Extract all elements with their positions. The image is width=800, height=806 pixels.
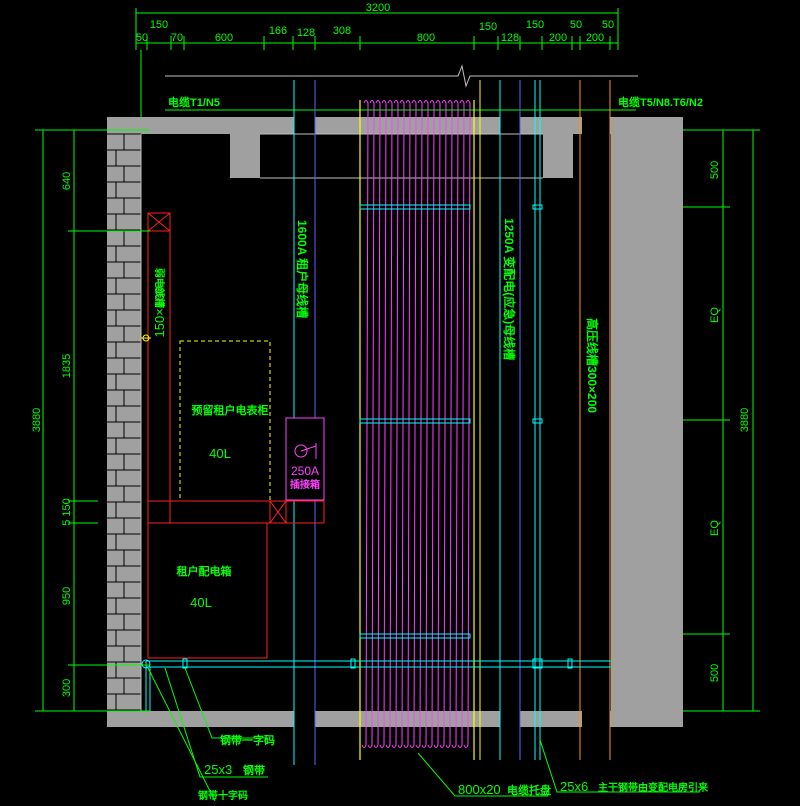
grounding-strip (141, 658, 611, 711)
cable-label-left: 电缆T1/N5 (168, 95, 220, 109)
dim-right-total: 3880 (739, 408, 751, 432)
cable-strand (361, 100, 369, 748)
right-dimension-chain (683, 129, 760, 712)
callout-steel-strip: 钢带一字码 (220, 733, 275, 747)
callout-25x6-label: 主干钢带由变配电房引来 (598, 781, 709, 794)
cable-strand (379, 100, 387, 748)
dim-seg-10: 128 (501, 32, 519, 44)
top-dimension-chain (135, 8, 619, 50)
dim-left-total: 3880 (31, 408, 43, 432)
brick-wall (107, 133, 141, 711)
cable-strand (433, 100, 441, 748)
cable-strand (373, 100, 381, 748)
dim-seg-14: 200 (586, 32, 604, 44)
hv-tray (579, 80, 611, 760)
reserved-meter-cabinet (179, 340, 271, 502)
dim-seg-7: 308 (333, 25, 351, 37)
horizontal-tray (147, 500, 325, 659)
weak-current-tray (147, 212, 171, 524)
dim-seg-2: 150 (150, 19, 168, 31)
cable-strand (427, 100, 435, 748)
cable-strand (451, 100, 459, 748)
cable-strand (397, 100, 405, 748)
dim-right-4: 500 (709, 664, 721, 682)
cable-bundle (361, 100, 471, 748)
tray-rungs (359, 204, 543, 639)
dim-left-1: 640 (61, 172, 73, 190)
dim-right-2: EQ (709, 307, 721, 323)
switch-icon (294, 444, 308, 458)
busway-1600a-label: 1600A 租户母线槽 (295, 220, 310, 318)
dim-seg-13: 50 (570, 19, 582, 31)
dim-seg-3: 70 (171, 32, 183, 44)
dim-seg-4: 600 (215, 32, 233, 44)
cable-strand (403, 100, 411, 748)
cable-strand (409, 100, 417, 748)
cable-strand (463, 100, 471, 748)
cable-tray-800 (359, 100, 475, 760)
callout-leaders (147, 667, 700, 802)
cable-strand (421, 100, 429, 748)
tenant-box-label: 租户配电箱 (177, 564, 232, 578)
dim-seg-8: 800 (417, 32, 435, 44)
dim-seg-1: 50 (136, 32, 148, 44)
callout-800x20: 800x20 (458, 782, 501, 797)
busway-1250a (479, 80, 541, 760)
cable-strand (367, 100, 375, 748)
grounding-symbol (141, 334, 151, 342)
busway-1250a-label: 1250A 变配电(应急)母线槽 (502, 218, 517, 360)
dim-left-4: 950 (61, 587, 73, 605)
dim-seg-5: 166 (269, 25, 287, 37)
break-line (165, 64, 638, 88)
cable-strand (445, 100, 453, 748)
reserved-cabinet-label: 预留租户电表柜 (192, 403, 269, 417)
hv-tray-label: 高压线槽300×200 (585, 318, 600, 413)
callout-cross: 钢带十字码 (198, 789, 248, 801)
callout-25x3-label: 钢带 (243, 763, 265, 777)
cable-strand (457, 100, 465, 748)
dim-seg-11: 150 (526, 19, 544, 31)
dim-seg-6: 128 (297, 27, 315, 39)
plug-box-label: 插接箱 (290, 478, 320, 491)
dim-seg-9: 150 (479, 21, 497, 33)
cable-strand (385, 100, 393, 748)
dim-left-5: 300 (61, 679, 73, 697)
cable-strand (415, 100, 423, 748)
callout-25x3: 25x3 (204, 762, 232, 777)
inner-frame (140, 133, 543, 711)
dim-seg-12: 200 (549, 32, 567, 44)
weak-tray-label: 弱电线槽 (153, 268, 166, 308)
wall-structure (107, 117, 683, 727)
reserved-cabinet-size: 40L (209, 446, 231, 461)
tenant-box-size: 40L (190, 595, 212, 610)
dim-left-3: 5 150 (61, 498, 73, 526)
weak-tray-size: 150×100 (152, 287, 167, 338)
left-dimension-chain (35, 129, 150, 712)
dim-right-1: 500 (709, 161, 721, 179)
cable-strand (439, 100, 447, 748)
dim-right-3: EQ (709, 520, 721, 536)
callout-800-label: 电缆托盘 (507, 783, 551, 797)
plug-in-box-250a (285, 417, 325, 501)
plug-box-rating: 250A (291, 464, 319, 478)
dim-total-width: 3200 (366, 2, 390, 14)
callout-25x6: 25x6 (560, 779, 588, 794)
dim-seg-15: 50 (602, 19, 614, 31)
dim-left-2: 1835 (61, 354, 73, 378)
slab-openings (294, 117, 610, 727)
cable-label-right: 电缆T5/N8.T6/N2 (618, 95, 703, 109)
cable-strand (391, 100, 399, 748)
